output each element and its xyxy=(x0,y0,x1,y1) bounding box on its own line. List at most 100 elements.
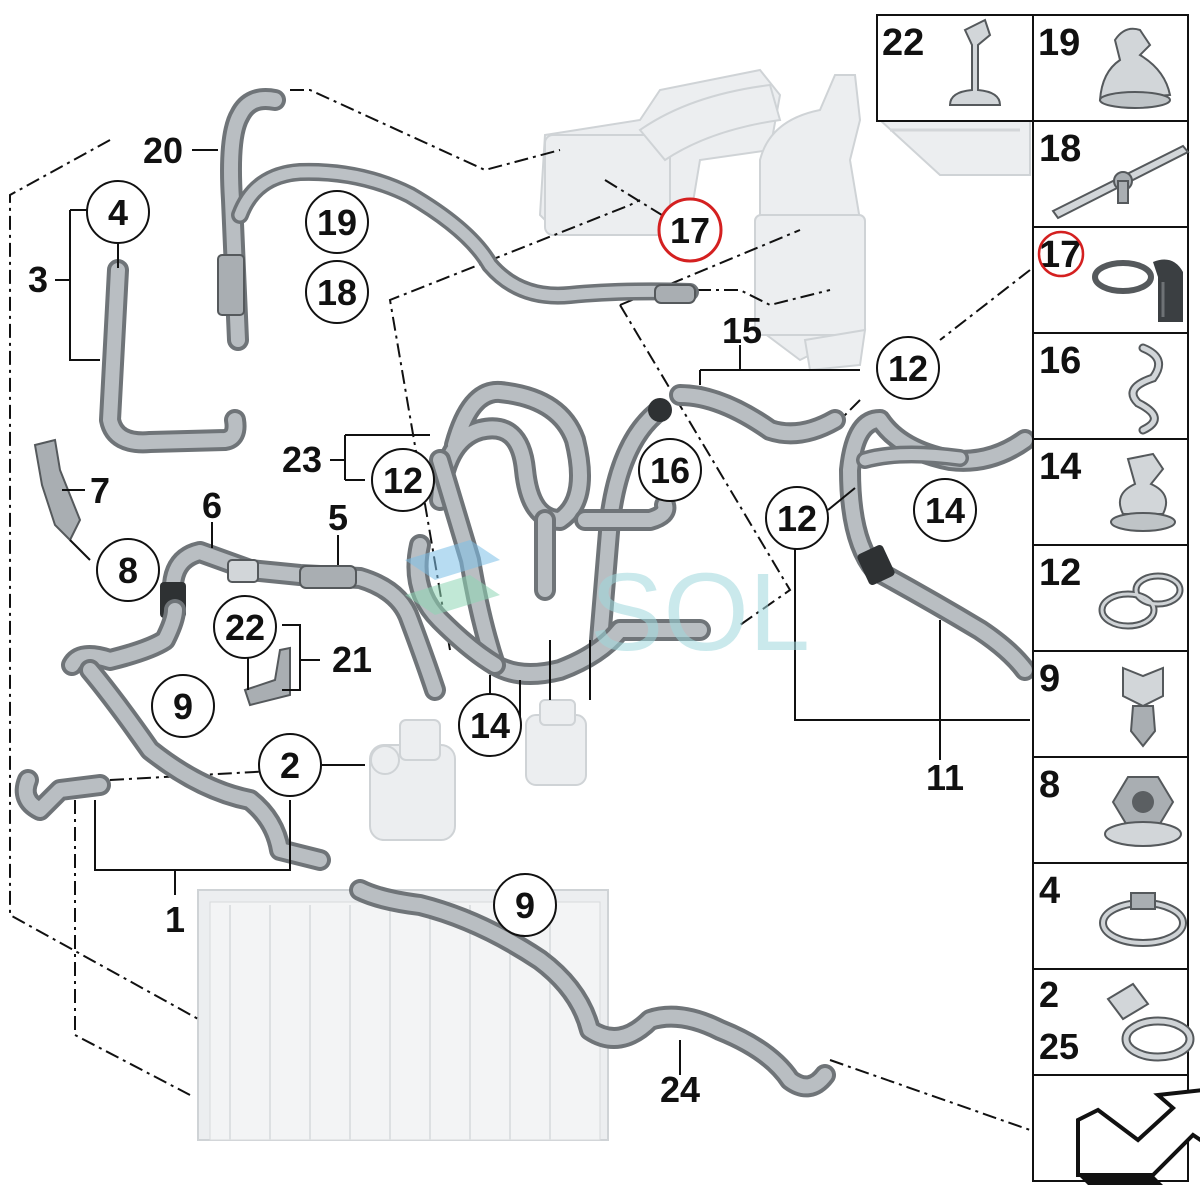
push-clip-icon xyxy=(1122,666,1164,748)
hose-3 xyxy=(99,259,247,454)
callout-c4: 4 xyxy=(86,180,150,244)
bracket-21 xyxy=(243,646,291,707)
panel-label-19: 19 xyxy=(1038,22,1080,64)
label-l15: 15 xyxy=(722,310,762,351)
panel-label: 9 xyxy=(1039,658,1060,700)
callout-circle xyxy=(493,873,557,937)
callout-label: 14 xyxy=(470,705,510,746)
callout-circle xyxy=(86,180,150,244)
panel-label: 2 xyxy=(1039,974,1059,1015)
hose-15 xyxy=(669,384,846,445)
connector-17-top xyxy=(654,284,696,304)
callout-c9-a: 9 xyxy=(151,674,215,738)
callout-c14-b: 14 xyxy=(458,693,522,757)
callout-circle xyxy=(305,190,369,254)
callout-label: 16 xyxy=(650,450,690,491)
callout-circle xyxy=(458,693,522,757)
panel-row-18: 18 xyxy=(1032,120,1190,228)
hose-20-upper xyxy=(217,88,699,351)
panel-label-22: 22 xyxy=(882,22,924,64)
panel-row-2: 225 xyxy=(1032,968,1195,1076)
panel-label: 12 xyxy=(1039,552,1081,594)
label-l7: 7 xyxy=(90,470,110,511)
callout-circle xyxy=(657,197,723,263)
direction-arrow-icon xyxy=(1076,1088,1200,1185)
panel-row-8: 8 xyxy=(1032,756,1189,864)
callout-circle xyxy=(638,438,702,502)
electric-pump-right xyxy=(525,699,587,786)
callout-circle xyxy=(876,336,940,400)
hose-clip-icon xyxy=(1098,27,1172,109)
solid-leaders xyxy=(55,149,1030,1075)
panel-label: 14 xyxy=(1039,446,1081,488)
highlight-ring xyxy=(1037,230,1085,278)
callout-c12-b: 12 xyxy=(371,448,435,512)
hose-with-clamp-icon xyxy=(1092,259,1183,322)
hose-11-right xyxy=(839,409,1036,681)
watermark-logo-stripe xyxy=(405,575,500,615)
panel-row-arrow xyxy=(1032,1074,1200,1185)
label-l6: 6 xyxy=(202,485,222,526)
watermark: SOL xyxy=(405,540,810,674)
hose-14-lower xyxy=(406,534,711,685)
callout-circle xyxy=(258,733,322,797)
label-l3: 3 xyxy=(28,259,48,300)
callout-c22: 22 xyxy=(213,595,277,659)
callout-label: 9 xyxy=(173,686,193,727)
heat-exchanger-upper xyxy=(538,68,782,237)
callout-c16: 16 xyxy=(638,438,702,502)
callout-circle xyxy=(96,538,160,602)
callout-circle xyxy=(213,595,277,659)
callout-label: 18 xyxy=(317,272,357,313)
hose-16 xyxy=(574,398,677,651)
callout-circle xyxy=(371,448,435,512)
callout-c2: 2 xyxy=(258,733,322,797)
engine-corner-ghost xyxy=(877,119,1031,176)
panel-label: 8 xyxy=(1039,764,1060,806)
panel-label: 4 xyxy=(1039,870,1060,912)
panel-label: 25 xyxy=(1039,1026,1079,1067)
hose-clamp-icon xyxy=(1099,892,1187,947)
cable-tie-icon xyxy=(1051,144,1190,220)
callout-label: 2 xyxy=(280,745,300,786)
callout-label: 12 xyxy=(383,460,423,501)
hose-1 xyxy=(14,769,111,821)
callout-c12-a: 12 xyxy=(876,336,940,400)
push-pin-clip-icon xyxy=(948,18,1002,106)
callout-c14-a: 14 xyxy=(913,478,977,542)
panel-row-12: 12 xyxy=(1032,544,1189,652)
callout-label: 12 xyxy=(888,348,928,389)
panel-row-4: 4 xyxy=(1032,862,1189,970)
double-hook-clip-icon xyxy=(1128,343,1164,435)
callout-c18: 18 xyxy=(305,260,369,324)
callout-c19: 19 xyxy=(305,190,369,254)
panel-row-9: 9 xyxy=(1032,650,1189,758)
callout-c9-b: 9 xyxy=(493,873,557,937)
callout-label: 14 xyxy=(925,490,965,531)
callout-label: 4 xyxy=(108,192,128,233)
panel-label: 16 xyxy=(1039,340,1081,382)
callout-circle xyxy=(151,674,215,738)
hose-9-main xyxy=(61,599,331,871)
watermark-logo-icon xyxy=(405,540,500,580)
pipe-holder-clip-icon xyxy=(1110,452,1176,532)
label-l21: 21 xyxy=(332,639,372,680)
charge-air-cooler xyxy=(754,74,867,372)
label-l23: 23 xyxy=(282,439,322,480)
hose-24 xyxy=(349,879,836,1098)
callout-label: 22 xyxy=(225,607,265,648)
label-l1: 1 xyxy=(165,899,185,940)
callout-label: 8 xyxy=(118,550,138,591)
panel-cell-22 xyxy=(876,14,1034,122)
hex-collar-nut-icon xyxy=(1104,776,1182,847)
label-l20: 20 xyxy=(143,130,183,171)
label-l11: 11 xyxy=(926,757,964,798)
panel-row-16: 16 xyxy=(1032,332,1189,440)
label-l5: 5 xyxy=(328,497,348,538)
